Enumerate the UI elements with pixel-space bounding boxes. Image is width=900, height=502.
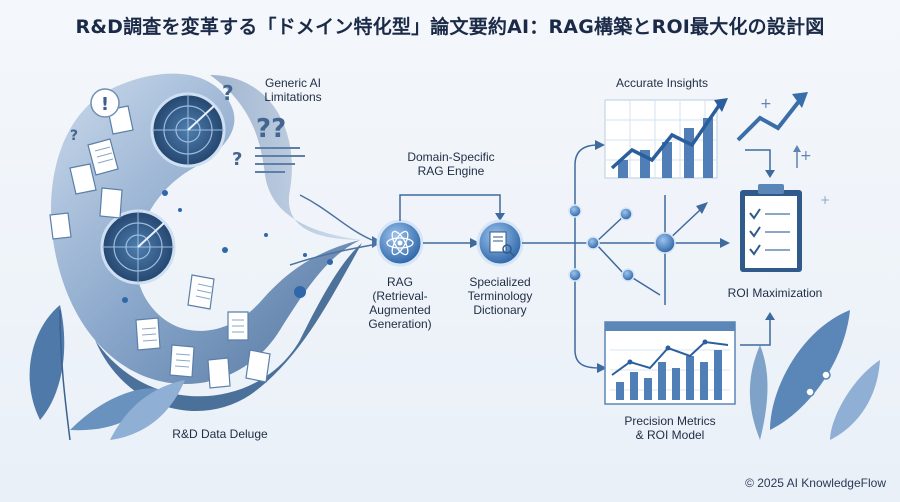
document-icon xyxy=(49,105,271,389)
dictionary-node-icon xyxy=(476,219,524,267)
svg-text:?: ? xyxy=(70,128,78,144)
label-rd-data-deluge: R&D Data Deluge xyxy=(172,427,268,441)
text-lines-icon xyxy=(255,147,305,173)
flow-arrows xyxy=(289,194,373,266)
svg-text:??: ?? xyxy=(256,114,286,144)
arrow-head xyxy=(597,363,607,373)
svg-text:?: ? xyxy=(232,149,242,170)
small-node-icons xyxy=(805,370,831,397)
alert-icon: ! xyxy=(90,88,120,118)
document-lines xyxy=(94,146,244,368)
rag-node-icon xyxy=(376,219,424,267)
arrow-head xyxy=(595,140,605,150)
label-domain-specific-rag-engine: Domain-Specific RAG Engine xyxy=(407,150,495,178)
label-roi-maximization: ROI Maximization xyxy=(727,286,823,300)
label-rag: RAG (Retrieval- Augmented Generation) xyxy=(368,275,432,331)
question-mark-icons: ? ?? ? ? xyxy=(70,81,286,170)
label-accurate-insights: Accurate Insights xyxy=(615,76,709,90)
connector-arrow xyxy=(745,149,771,172)
network-nodes xyxy=(568,204,676,282)
connector-arrow xyxy=(740,318,771,346)
data-swirl xyxy=(50,73,362,411)
radar-icon xyxy=(100,209,176,285)
label-precision-metrics: Precision Metrics & ROI Model xyxy=(624,414,716,442)
metrics-dashboard-icon xyxy=(604,321,736,405)
label-generic-ai-limitations: Generic AI Limitations xyxy=(264,76,322,104)
clipboard-icon xyxy=(740,184,802,272)
svg-text:?: ? xyxy=(222,81,234,105)
page-title: R&D調査を変革する「ドメイン特化型」論文要約AI：RAG構築とROI最大化の設… xyxy=(75,16,825,38)
svg-text:+: + xyxy=(800,148,812,164)
leaf-decoration xyxy=(29,305,185,441)
insights-chart-icon xyxy=(604,98,728,179)
arrow-head xyxy=(470,238,480,248)
arrow-head xyxy=(696,202,708,214)
arrow-head xyxy=(495,213,505,221)
engine-connector xyxy=(399,194,501,244)
copyright-text: © 2025 AI KnowledgeFlow xyxy=(745,476,886,490)
data-particles xyxy=(122,190,333,303)
arrow-head xyxy=(720,238,730,248)
leaf-decoration xyxy=(749,310,880,440)
radar-icon xyxy=(150,92,226,168)
arrow-head xyxy=(765,312,775,320)
arrow-head xyxy=(765,170,775,178)
svg-text:+: + xyxy=(820,193,830,207)
svg-text:+: + xyxy=(760,96,772,112)
label-specialized-terminology-dictionary: Specialized Terminology Dictionary xyxy=(467,275,533,317)
growth-arrow-icon: + + + xyxy=(736,92,830,207)
svg-text:!: ! xyxy=(101,94,109,115)
